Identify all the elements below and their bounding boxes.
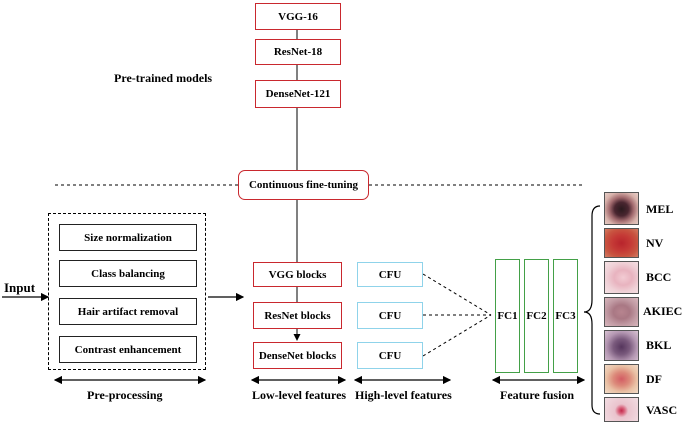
block-label: VGG blocks (268, 268, 327, 281)
preprocessing-label: Pre-processing (87, 388, 163, 402)
step-label: Contrast enhancement (74, 343, 182, 356)
nv-image (604, 228, 639, 258)
cfu-box: CFU (357, 302, 423, 329)
vgg-blocks-box: VGG blocks (253, 262, 342, 287)
fc3-box: FC3 (553, 259, 578, 373)
step-label: Hair artifact removal (77, 305, 179, 318)
model-resnet18-label: ResNet-18 (273, 46, 323, 58)
cfu-label: CFU (378, 268, 402, 281)
bcc-image (604, 261, 639, 294)
cfu-box: CFU (357, 262, 423, 287)
vasc-image (604, 397, 639, 422)
bkl-image (604, 330, 639, 361)
pretrained-models-label: Pre-trained models (114, 71, 213, 85)
class-label-df: DF (646, 372, 662, 386)
fc-label: FC1 (497, 310, 518, 322)
step-class-balancing: Class balancing (59, 260, 197, 287)
model-densenet121-label: DenseNet-121 (265, 88, 331, 100)
step-label: Size normalization (84, 231, 172, 244)
densenet-blocks-box: DenseNet blocks (253, 342, 342, 369)
fc-label: FC2 (526, 310, 547, 322)
block-label: DenseNet blocks (258, 349, 337, 362)
class-label-vasc: VASC (646, 403, 678, 417)
cfu-label: CFU (378, 309, 402, 322)
high-level-features-label: High-level features (355, 388, 452, 402)
class-label-nv: NV (646, 236, 664, 250)
df-image (604, 364, 639, 394)
class-label-bcc: BCC (646, 270, 672, 284)
class-label-mel: MEL (646, 202, 674, 216)
cfu-box: CFU (357, 342, 423, 369)
model-densenet121-box: DenseNet-121 (255, 80, 341, 108)
class-label-akiec: AKIEC (643, 304, 683, 318)
resnet-blocks-box: ResNet blocks (253, 302, 342, 329)
step-contrast-enhancement: Contrast enhancement (59, 336, 197, 363)
finetune-label: Continuous fine-tuning (248, 179, 359, 191)
mel-image (604, 192, 639, 225)
fc1-box: FC1 (495, 259, 520, 373)
preprocessing-container (48, 213, 206, 370)
input-label: Input (4, 280, 36, 295)
model-vgg16-label: VGG-16 (278, 10, 318, 23)
class-label-bkl: BKL (646, 338, 672, 352)
block-label: ResNet blocks (264, 309, 331, 322)
feature-fusion-label: Feature fusion (500, 388, 575, 402)
model-resnet18-box: ResNet-18 (255, 39, 341, 65)
step-label: Class balancing (91, 267, 165, 280)
cfu-label: CFU (378, 349, 402, 362)
fc2-box: FC2 (524, 259, 549, 373)
model-vgg16-box: VGG-16 (255, 3, 341, 30)
fc-label: FC3 (555, 310, 576, 322)
step-hair-artifact-removal: Hair artifact removal (59, 298, 197, 325)
low-level-features-label: Low-level features (252, 388, 347, 402)
akiec-image (604, 297, 639, 327)
finetune-box: Continuous fine-tuning (238, 170, 369, 200)
step-size-normalization: Size normalization (59, 224, 197, 251)
